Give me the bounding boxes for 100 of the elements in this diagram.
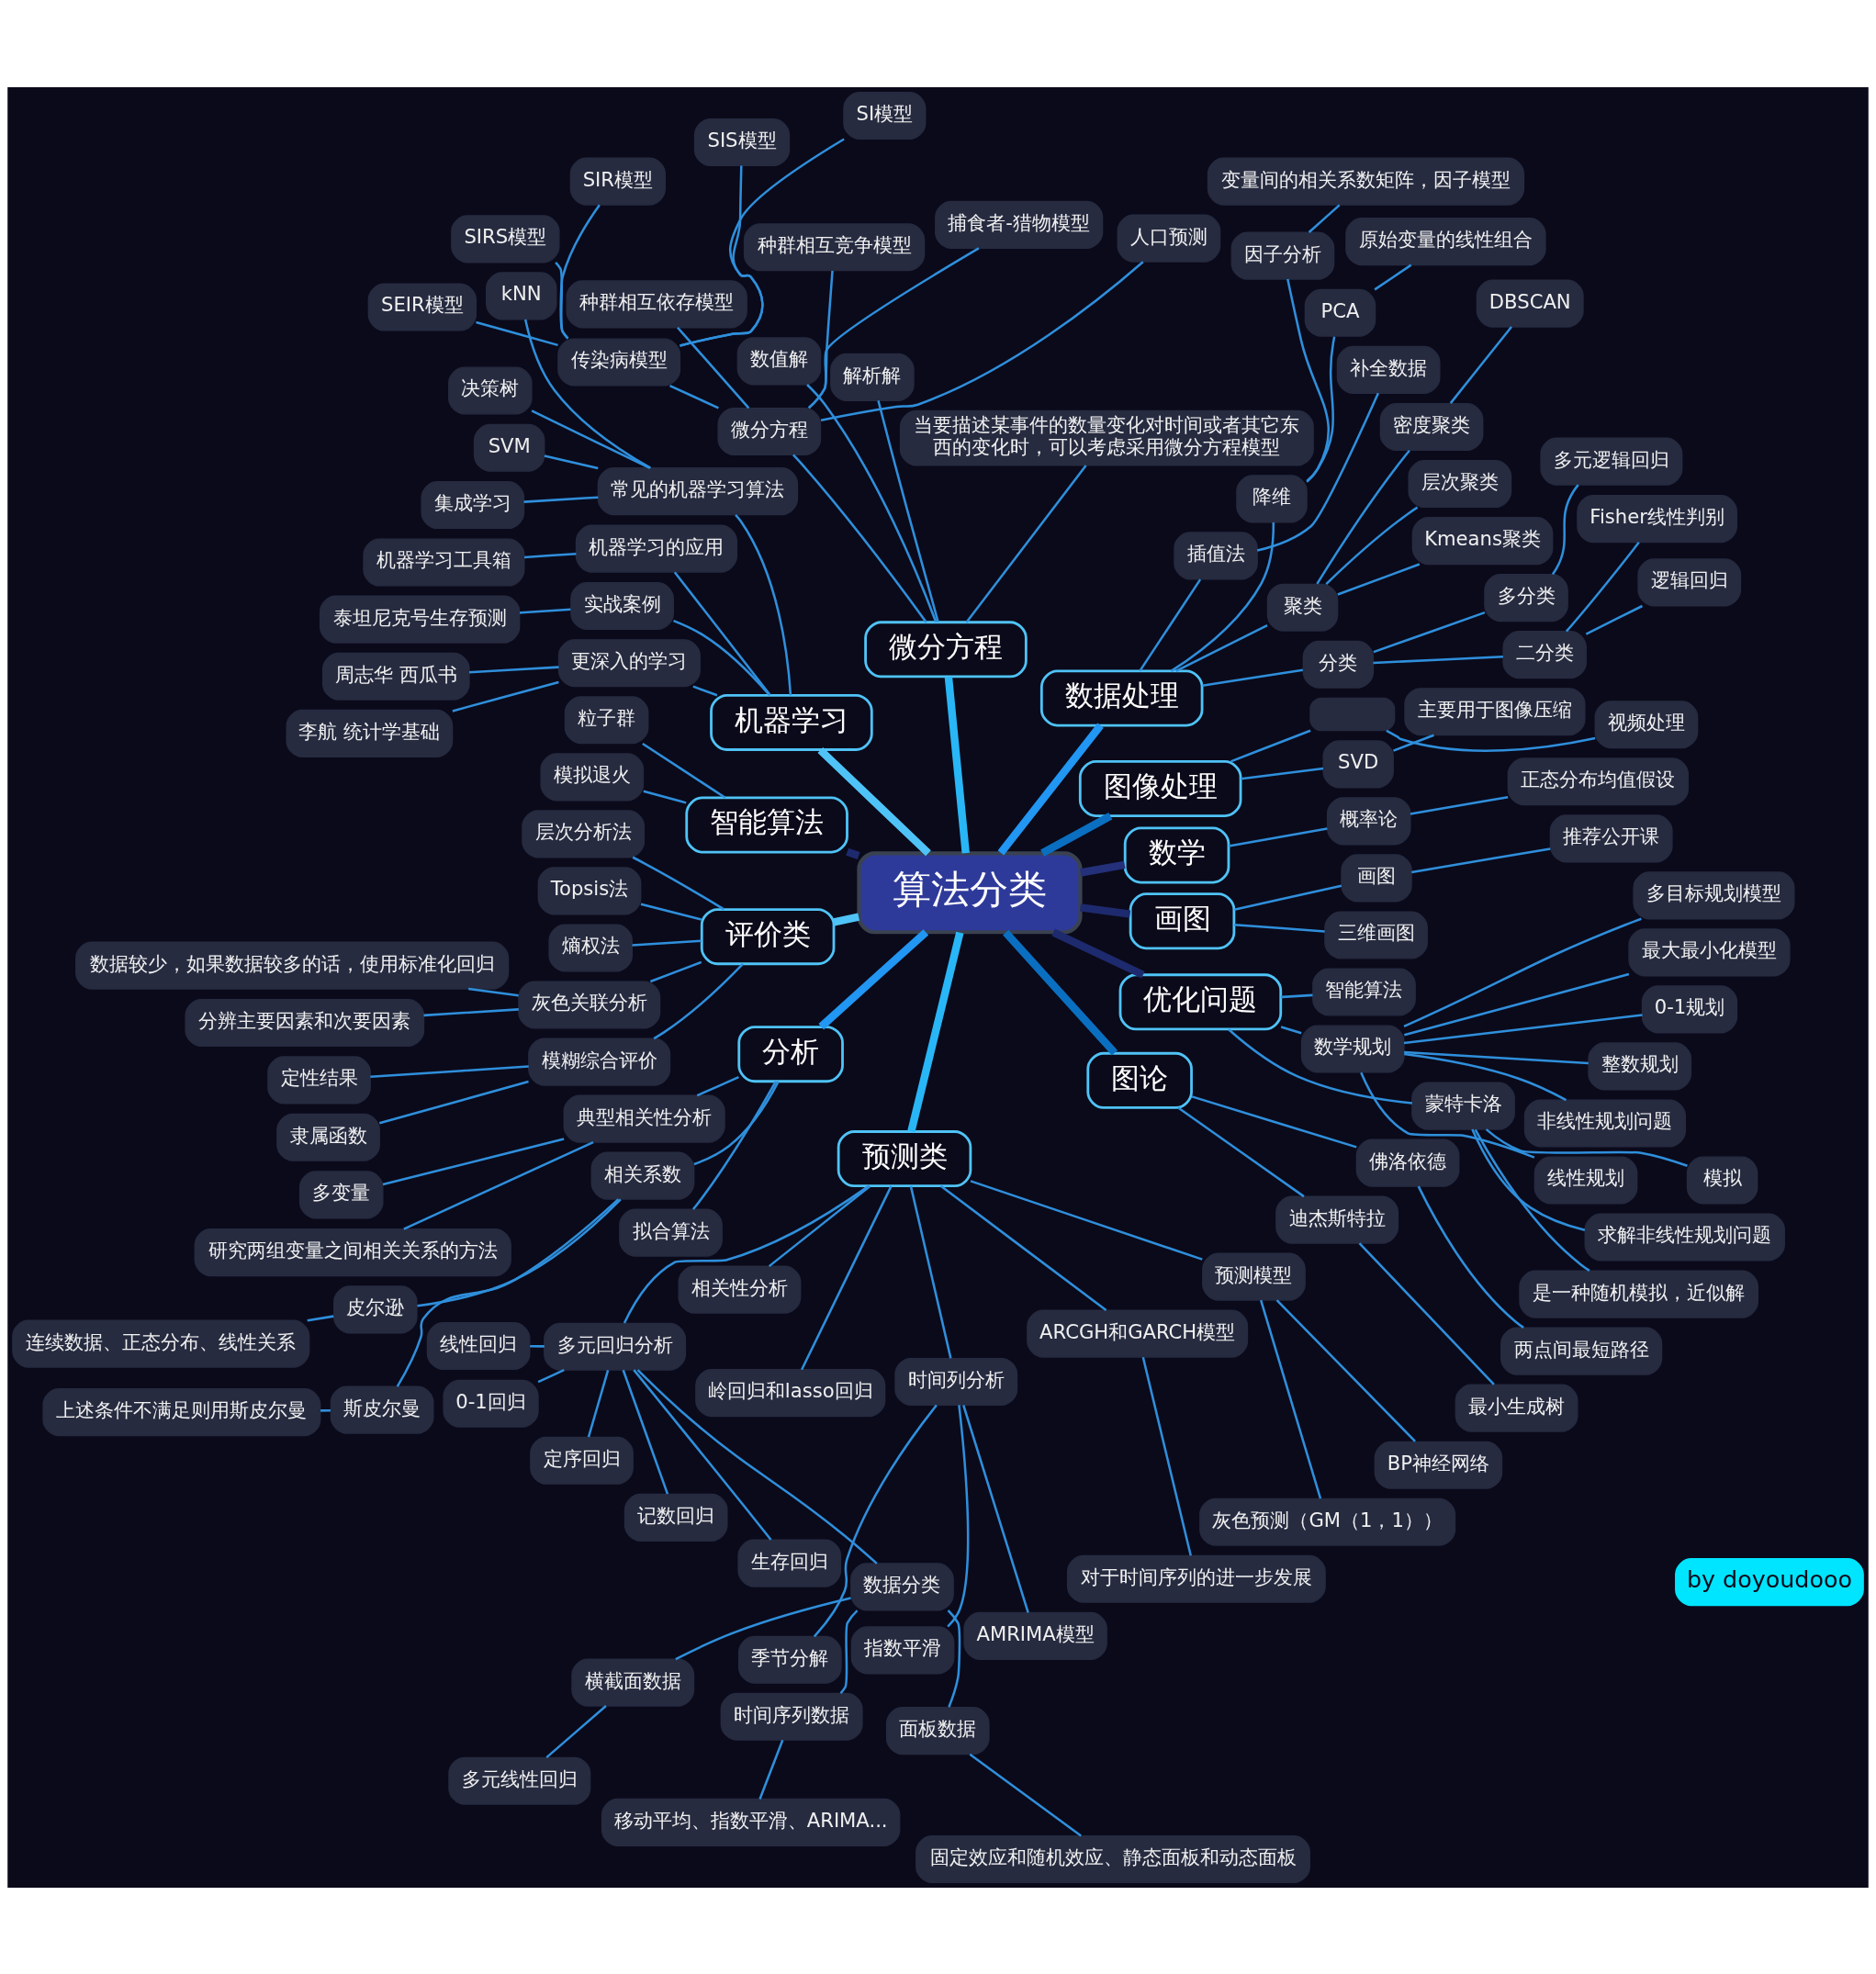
- connector: [997, 723, 1104, 855]
- connector: [939, 1184, 1107, 1311]
- connector: [632, 856, 725, 910]
- node-box: 微分方程: [864, 620, 1028, 678]
- connector: [668, 384, 719, 409]
- connector: [523, 552, 577, 558]
- connector: [1170, 522, 1275, 672]
- node-box: 微分方程: [717, 407, 822, 455]
- connector: [1403, 1013, 1643, 1044]
- connector: [944, 676, 970, 854]
- node-box: 种群相互竞争模型: [743, 222, 926, 271]
- connector: [1373, 655, 1503, 664]
- connector: [382, 1137, 565, 1185]
- node-box: 补全数据: [1336, 345, 1441, 394]
- connector: [1358, 1241, 1495, 1385]
- node-box: PCA: [1304, 288, 1376, 337]
- connector: [640, 903, 702, 921]
- connector: [1230, 729, 1311, 763]
- connector: [523, 495, 599, 503]
- connector: [1316, 449, 1410, 584]
- connector: [818, 928, 929, 1029]
- node-box: SI模型: [843, 91, 927, 140]
- node-box: 周志华 西瓜书: [322, 652, 470, 701]
- node-box: 三维画图: [1324, 910, 1428, 959]
- node-box: SIS模型: [693, 118, 791, 166]
- connector: [636, 1368, 878, 1565]
- connector: [653, 962, 744, 1039]
- node-box: 分类: [1302, 640, 1375, 689]
- connector: [1403, 972, 1630, 1037]
- connector: [1474, 1128, 1590, 1272]
- connector: [1411, 847, 1551, 873]
- node-box: 分辨主要因素和次要因素: [185, 998, 425, 1047]
- connector: [1228, 1027, 1412, 1105]
- connector: [1337, 562, 1421, 596]
- label: by doyoudooo: [1686, 1565, 1852, 1593]
- node-box: SVD: [1322, 739, 1394, 788]
- connector: [806, 383, 938, 622]
- connector: [396, 1197, 620, 1387]
- connector: [680, 164, 764, 347]
- node-box: BP神经网络: [1374, 1441, 1503, 1489]
- node-box: 指数平滑: [850, 1625, 955, 1674]
- connector: [846, 847, 860, 859]
- node-box: 主要用于图像压缩: [1404, 687, 1586, 735]
- connector: [792, 454, 927, 622]
- node-box: 智能算法: [685, 795, 848, 853]
- node-box: 典型相关性分析: [563, 1094, 725, 1143]
- node-box: Topsis法: [537, 866, 642, 914]
- node-box: 对于时间序列的进一步发展: [1066, 1554, 1326, 1603]
- connector: [800, 1184, 893, 1370]
- connector: [1417, 1185, 1524, 1329]
- connector: [1565, 541, 1640, 632]
- connector: [969, 1753, 1082, 1837]
- node-box: 数据处理: [1039, 668, 1204, 726]
- connector: [476, 320, 558, 346]
- node-box: 画图: [1129, 892, 1236, 949]
- node-box: 层次分析法: [522, 809, 646, 858]
- connector: [696, 1075, 739, 1096]
- node-box: 两点间最短路径: [1500, 1327, 1663, 1375]
- connector: [962, 1404, 1029, 1613]
- connector: [691, 1080, 777, 1210]
- node-box: 定序回归: [530, 1436, 634, 1485]
- node-box: kNN: [486, 271, 557, 320]
- connector: [813, 1404, 938, 1637]
- node-box: 隶属函数: [276, 1113, 380, 1161]
- node-box: 机器学习的应用: [575, 524, 737, 573]
- connector: [642, 742, 726, 799]
- connector: [649, 960, 702, 982]
- node-box: 人口预测: [1117, 214, 1221, 263]
- node-box: [1309, 697, 1396, 731]
- node-box: 视频处理: [1594, 700, 1699, 748]
- node-box: 定性结果: [267, 1055, 371, 1104]
- node-box: 记数回归: [623, 1493, 728, 1542]
- node-box: 李航 统计学基础: [286, 709, 454, 757]
- node-box: 决策树: [448, 365, 533, 415]
- connector: [1234, 923, 1325, 933]
- node-box: 整数规划: [1588, 1041, 1692, 1090]
- node-box: 正态分布均值假设: [1507, 757, 1689, 805]
- node-box: 模糊综合评价: [528, 1037, 671, 1086]
- node-box: 二分类: [1502, 630, 1587, 679]
- node-box: 概率论: [1326, 796, 1411, 845]
- node-box: 模拟退火: [540, 752, 645, 801]
- connector: [469, 665, 559, 673]
- connector: [735, 513, 792, 695]
- node-box: 相关系数: [590, 1151, 695, 1200]
- node-box: 算法分类: [857, 850, 1083, 934]
- node-box: 时间序列数据: [720, 1692, 863, 1741]
- connector: [1228, 826, 1328, 847]
- connector: [758, 1739, 784, 1800]
- node-box: 数学: [1123, 826, 1230, 884]
- connector: [1003, 929, 1118, 1056]
- node-box: 皮尔逊: [333, 1284, 418, 1333]
- node-box: 机器学习工具箱: [363, 537, 525, 587]
- connector: [1404, 1050, 1589, 1064]
- node-box: 层次聚类: [1408, 459, 1512, 508]
- connector: [1386, 729, 1596, 752]
- node-box: 数据较少，如果数据较多的话，使用标准化回归: [75, 941, 510, 990]
- connector: [1404, 1052, 1567, 1101]
- node-box: 求解非线性规划问题: [1584, 1212, 1785, 1262]
- connector: [423, 1007, 519, 1016]
- node-box: 季节分解: [737, 1635, 842, 1684]
